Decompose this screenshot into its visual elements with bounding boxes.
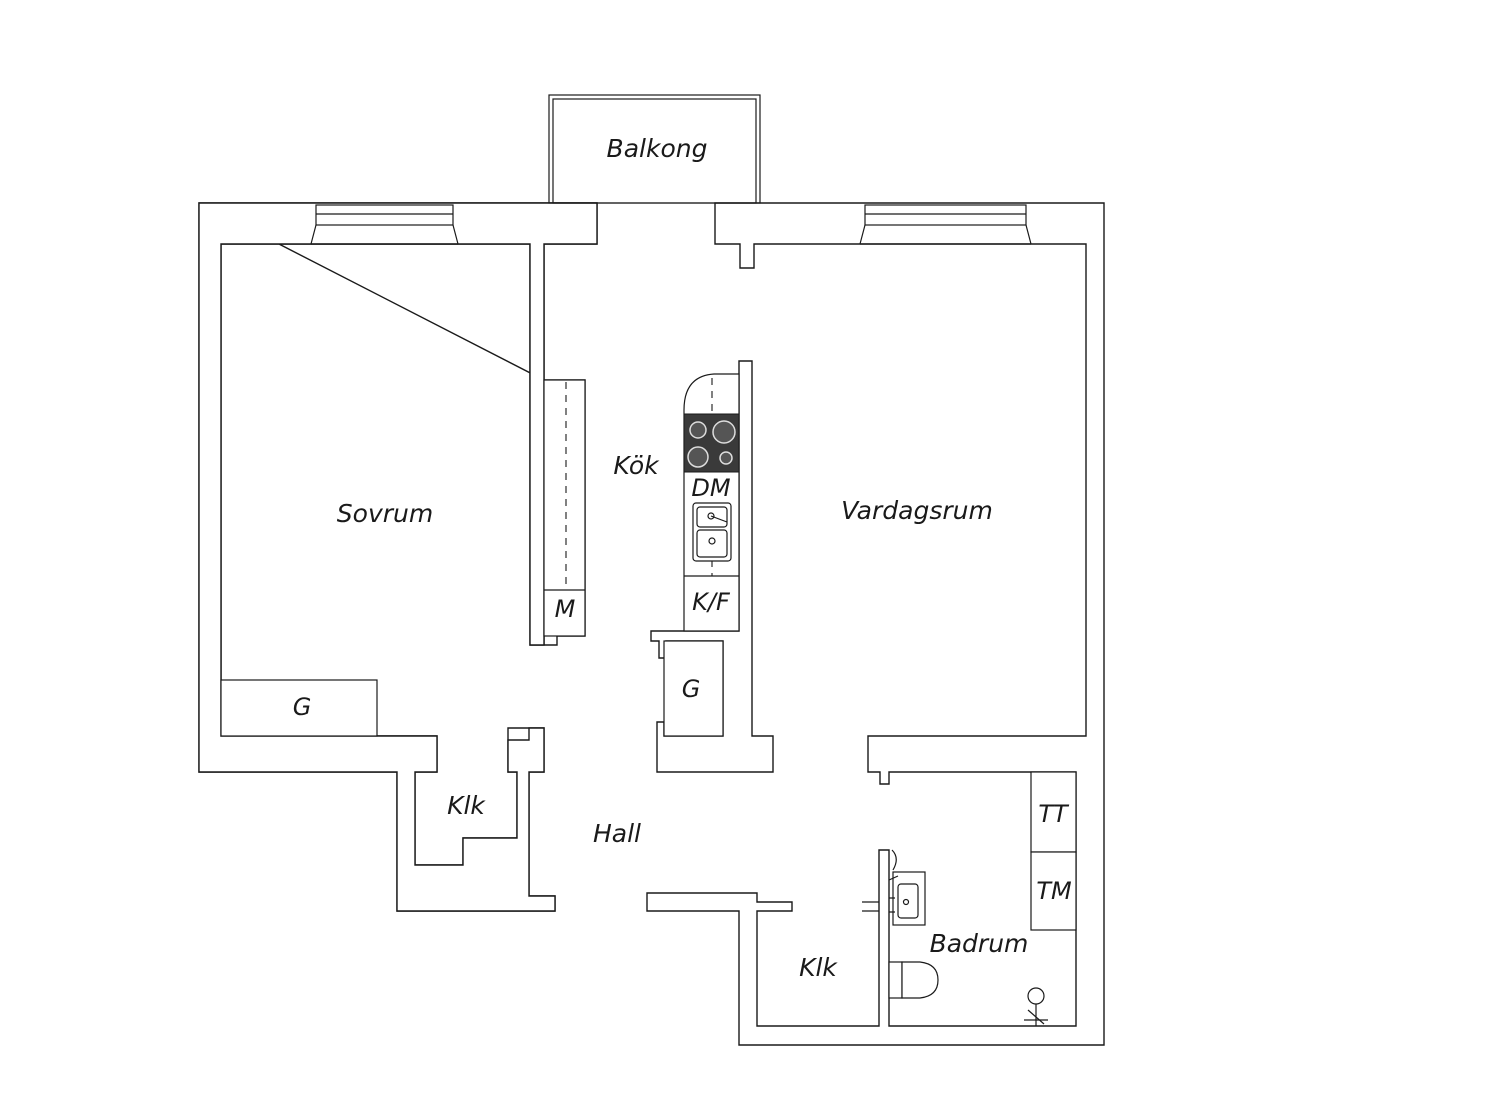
fixture-label-m: M [555, 595, 576, 623]
washer-dryer [1030, 771, 1077, 931]
kitchen-sink-icon [692, 502, 732, 562]
fixture-label-g-hall: G [682, 675, 701, 703]
room-label-vardagsrum: Vardagsrum [841, 496, 993, 525]
stove-icon [683, 413, 740, 473]
room-label-badrum: Badrum [930, 929, 1029, 958]
window-living [859, 204, 1032, 245]
window-bedroom [310, 204, 459, 245]
room-label-kok: Kök [613, 451, 660, 480]
room-label-balkong: Balkong [607, 134, 708, 163]
fixture-label-dm: DM [691, 474, 730, 502]
room-label-hall: Hall [593, 819, 641, 848]
shower-icon [1024, 987, 1048, 1026]
fixture-label-tt: TT [1038, 800, 1070, 828]
toilet-icon [888, 961, 939, 999]
wardrobe-hall [663, 640, 724, 737]
room-label-klk-right: Klk [799, 953, 838, 982]
wardrobe-bedroom [220, 679, 378, 737]
fixture-label-kf: K/F [692, 588, 731, 616]
wall-top-left [198, 202, 598, 912]
kitchen-counter-left [543, 379, 586, 637]
balcony [548, 94, 761, 204]
fixture-label-g-bedroom: G [293, 693, 312, 721]
fixture-label-tm: TM [1036, 877, 1072, 905]
bathroom-sink-icon [862, 849, 926, 926]
room-label-sovrum: Sovrum [337, 499, 433, 528]
room-label-klk-left: Klk [447, 791, 486, 820]
